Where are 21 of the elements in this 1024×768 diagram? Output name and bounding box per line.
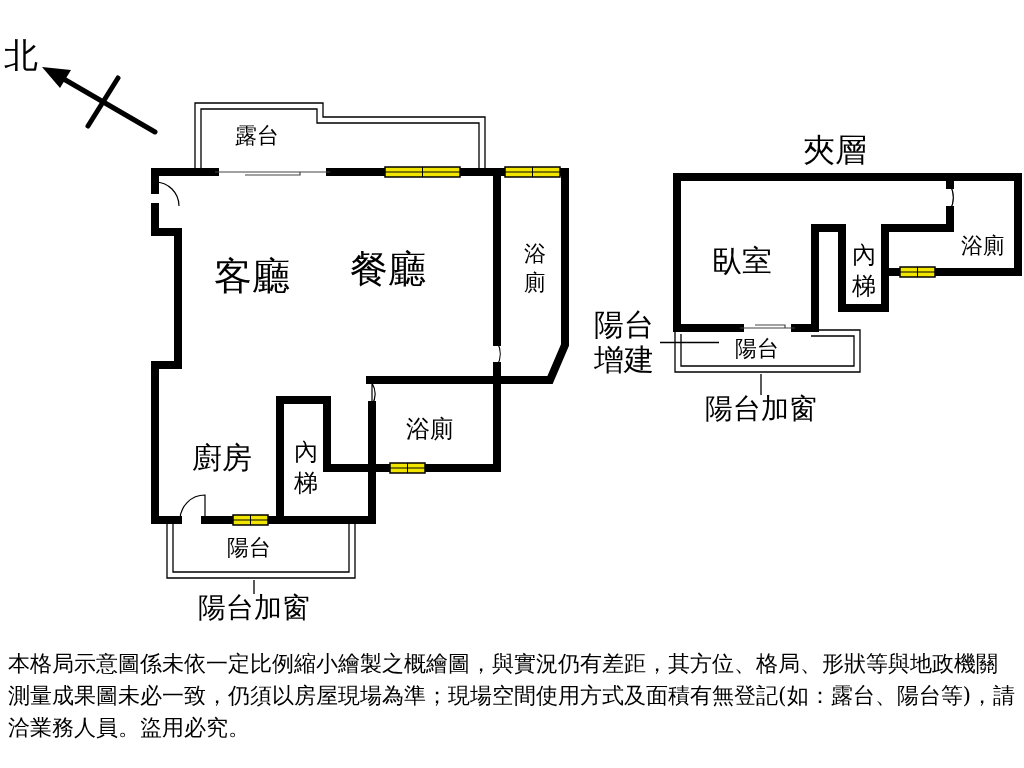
callout-text: 陽台加窗 xyxy=(198,594,310,622)
compass-label: 北 xyxy=(4,38,38,72)
callout-text: 陽台增建 xyxy=(593,308,655,377)
room-label: 客廳 xyxy=(214,257,290,295)
floor-heading: 夾層 xyxy=(803,134,867,166)
room-label: 內梯 xyxy=(293,437,319,500)
room-label: 餐廳 xyxy=(350,250,426,288)
room-label: 浴廁 xyxy=(523,240,547,297)
room-label: 陽台 xyxy=(227,537,271,559)
leader-line xyxy=(659,341,720,344)
room-label: 浴廁 xyxy=(961,235,1005,257)
room-label: 陽台 xyxy=(735,338,779,360)
room-label: 浴廁 xyxy=(406,417,454,441)
room-label: 露台 xyxy=(235,125,279,147)
room-label: 臥室 xyxy=(712,246,772,276)
leader-line xyxy=(760,373,762,396)
room-label: 廚房 xyxy=(192,443,252,473)
room-label: 內梯 xyxy=(851,240,877,303)
leader-line xyxy=(253,579,255,595)
disclaimer-caption: 本格局示意圖係未依一定比例縮小繪製之概繪圖，與實況仍有差距，其方位、格局、形狀等與地政機關測量成果圖未必一致，仍須以房屋現場為準；現場空間使用方式及面積有無登記(如：露台、陽台等)，請洽業務人員。盜用必究。 xyxy=(8,650,1017,742)
callout-text: 陽台加窗 xyxy=(705,395,817,423)
